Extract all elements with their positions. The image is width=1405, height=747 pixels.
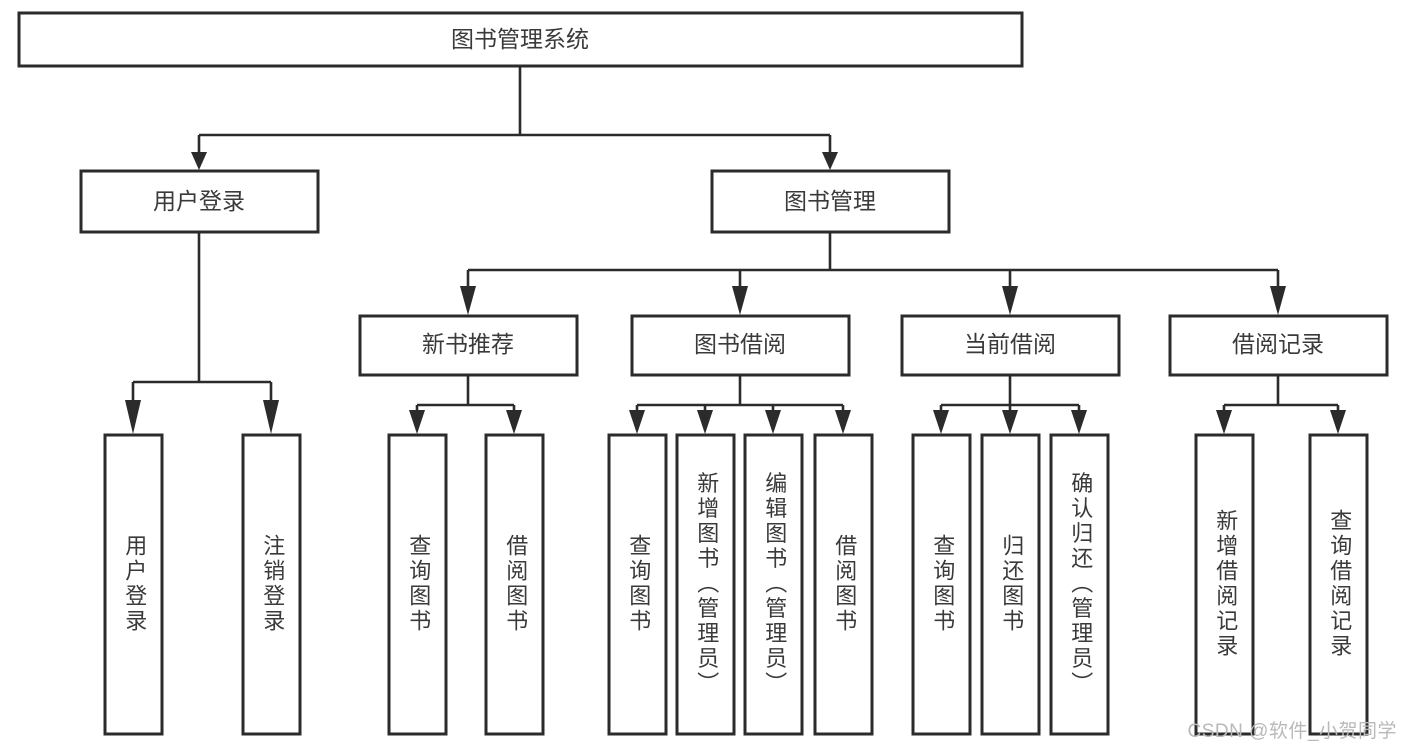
leaf-current-borrow-return-box[interactable]: [980, 433, 1041, 736]
node-current-borrow-box[interactable]: [900, 314, 1121, 377]
node-borrow-record-box[interactable]: [1168, 314, 1389, 377]
node-book-borrow[interactable]: 图书借阅: [630, 314, 851, 377]
leaf-user-login-login-label: 用户登录: [122, 534, 147, 634]
leaf-user-login-logout-box[interactable]: [241, 433, 302, 736]
leaf-book-borrow-borrow[interactable]: 借阅图书: [813, 433, 874, 736]
node-new-book-recommend-label: 新书推荐: [422, 331, 514, 357]
arrowhead-book-borrow: [732, 286, 748, 315]
leaf-new-book-borrow-label: 借阅图书: [503, 534, 528, 634]
node-user-login-box[interactable]: [79, 169, 320, 234]
leaf-current-borrow-query[interactable]: 查询图书: [911, 433, 972, 736]
node-book-borrow-box[interactable]: [630, 314, 851, 377]
arrowhead-currentborrow-leaf-2: [1002, 410, 1018, 434]
leaf-book-borrow-query-label: 查询图书: [626, 534, 651, 634]
leaf-user-login-logout-label: 注销登录: [260, 534, 285, 634]
arrowhead-current-borrow: [1002, 286, 1018, 315]
leaf-new-book-query-label: 查询图书: [406, 534, 431, 634]
arrowhead-bookborrow-leaf-1: [629, 410, 645, 434]
arrowhead-bookborrow-leaf-2: [697, 410, 713, 434]
leaf-book-borrow-query[interactable]: 查询图书: [607, 433, 668, 736]
node-root-box[interactable]: [17, 11, 1024, 68]
node-user-login[interactable]: 用户登录: [79, 169, 320, 234]
node-new-book-recommend[interactable]: 新书推荐: [358, 314, 579, 377]
arrowhead-borrowrecord-leaf-2: [1330, 410, 1346, 434]
node-user-login-label: 用户登录: [153, 188, 245, 214]
node-root[interactable]: 图书管理系统: [17, 11, 1024, 68]
leaf-current-borrow-confirm-label: 确认归还（管理员）: [1068, 472, 1093, 697]
leaf-new-book-borrow-box[interactable]: [484, 433, 545, 736]
arrowhead-borrow-record: [1270, 286, 1286, 315]
node-book-management[interactable]: 图书管理: [710, 169, 951, 234]
leaf-current-borrow-confirm-box[interactable]: [1049, 433, 1110, 736]
leaf-borrow-record-query[interactable]: 查询借阅记录: [1308, 433, 1369, 736]
leaf-book-borrow-edit-label: 编辑图书（管理员）: [762, 472, 787, 697]
leaf-book-borrow-add[interactable]: 新增图书（管理员）: [675, 433, 736, 736]
node-new-book-recommend-box[interactable]: [358, 314, 579, 377]
leaf-user-login-login-box[interactable]: [103, 433, 164, 736]
leaf-current-borrow-query-box[interactable]: [911, 433, 972, 736]
node-current-borrow-label: 当前借阅: [964, 331, 1056, 357]
arrowhead-newbook-leaf-1: [409, 410, 425, 434]
leaf-borrow-record-add-label: 新增借阅记录: [1213, 509, 1238, 659]
leaf-current-borrow-confirm[interactable]: 确认归还（管理员）: [1049, 433, 1110, 736]
leaf-borrow-record-add-box[interactable]: [1194, 433, 1255, 736]
arrowhead-leaf-logout: [263, 400, 279, 434]
node-root-label: 图书管理系统: [451, 26, 589, 52]
leaf-book-borrow-query-box[interactable]: [607, 433, 668, 736]
leaf-book-borrow-edit[interactable]: 编辑图书（管理员）: [743, 433, 804, 736]
leaf-borrow-record-query-label: 查询借阅记录: [1327, 509, 1352, 659]
leaf-borrow-record-add[interactable]: 新增借阅记录: [1194, 433, 1255, 736]
leaf-book-borrow-add-label: 新增图书（管理员）: [694, 472, 719, 697]
leaf-book-borrow-edit-box[interactable]: [743, 433, 804, 736]
arrowhead-bookborrow-leaf-3: [765, 410, 781, 434]
arrowhead-new-book-rec: [460, 286, 476, 315]
leaf-new-book-borrow[interactable]: 借阅图书: [484, 433, 545, 736]
leaf-user-login-login[interactable]: 用户登录: [103, 433, 164, 736]
arrowhead-borrowrecord-leaf-1: [1216, 410, 1232, 434]
arrowhead-leaf-user-login: [125, 400, 141, 434]
arrowhead-user-login: [191, 152, 207, 170]
arrowhead-currentborrow-leaf-3: [1071, 410, 1087, 434]
node-borrow-record[interactable]: 借阅记录: [1168, 314, 1389, 377]
leaf-borrow-record-query-box[interactable]: [1308, 433, 1369, 736]
leaf-current-borrow-return[interactable]: 归还图书: [980, 433, 1041, 736]
node-borrow-record-label: 借阅记录: [1232, 331, 1324, 357]
leaf-book-borrow-borrow-box[interactable]: [813, 433, 874, 736]
connectors: [125, 67, 1346, 434]
arrowhead-currentborrow-leaf-1: [933, 410, 949, 434]
leaf-new-book-query-box[interactable]: [387, 433, 448, 736]
leaf-book-borrow-add-box[interactable]: [675, 433, 736, 736]
node-book-management-box[interactable]: [710, 169, 951, 234]
leaf-current-borrow-return-label: 归还图书: [999, 534, 1024, 634]
leaf-book-borrow-borrow-label: 借阅图书: [832, 534, 857, 634]
arrowhead-bookborrow-leaf-4: [835, 410, 851, 434]
leaf-current-borrow-query-label: 查询图书: [930, 534, 955, 634]
leaf-user-login-logout[interactable]: 注销登录: [241, 433, 302, 736]
node-book-management-label: 图书管理: [784, 188, 876, 214]
node-book-borrow-label: 图书借阅: [694, 331, 786, 357]
node-current-borrow[interactable]: 当前借阅: [900, 314, 1121, 377]
arrowhead-newbook-leaf-2: [506, 410, 522, 434]
leaf-new-book-query[interactable]: 查询图书: [387, 433, 448, 736]
arrowhead-book-mgmt: [822, 152, 838, 170]
